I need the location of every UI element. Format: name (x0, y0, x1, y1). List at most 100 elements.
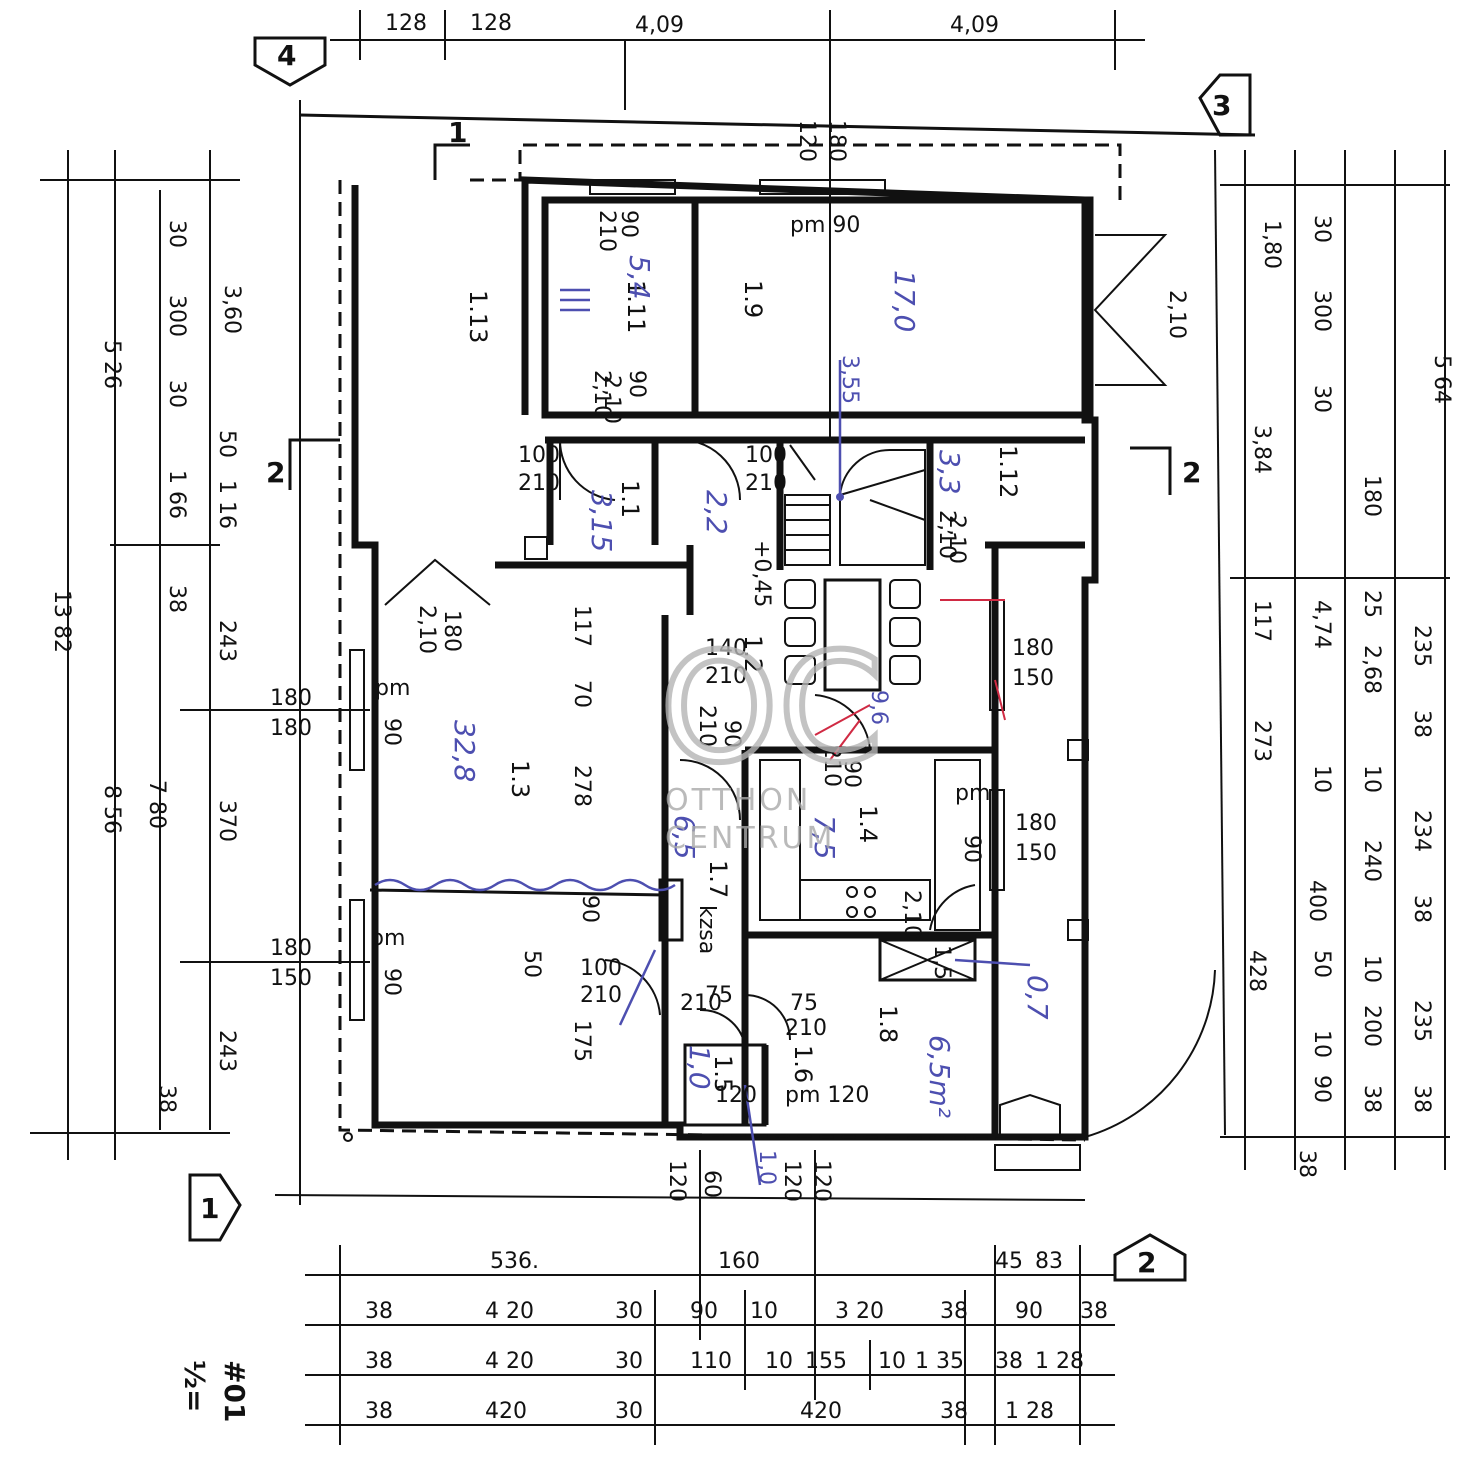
svg-text:25: 25 (1359, 590, 1384, 618)
svg-text:140: 140 (705, 636, 747, 661)
room-1.5-area: 0,7 (1021, 975, 1054, 1020)
svg-text:90: 90 (690, 1299, 718, 1324)
svg-text:150: 150 (270, 966, 312, 991)
room-1.7-area: 6,5 (668, 815, 701, 860)
room-1.12-id: 1.12 (994, 445, 1022, 498)
room-1.7-id: 1.7 (704, 860, 732, 898)
svg-text:536.: 536. (490, 1249, 539, 1274)
svg-text:110: 110 (690, 1349, 732, 1374)
svg-text:1 28: 1 28 (1035, 1349, 1084, 1374)
staircase (784, 444, 926, 566)
room-1.6-area: 6,5m² (923, 1035, 956, 1118)
svg-text:180: 180 (270, 936, 312, 961)
svg-text:180: 180 (270, 716, 312, 741)
svg-text:2,10: 2,10 (934, 510, 959, 559)
svg-text:2,10: 2,10 (414, 605, 439, 654)
walls (338, 143, 1122, 1142)
svg-text:30: 30 (164, 220, 189, 248)
room-1.11-id: 1.11 (622, 280, 650, 333)
svg-text:120: 120 (664, 1160, 689, 1202)
svg-text:38: 38 (995, 1349, 1023, 1374)
svg-text:180: 180 (439, 610, 464, 652)
svg-text:10: 10 (765, 1349, 793, 1374)
svg-text:pm 90: pm 90 (790, 213, 860, 238)
svg-text:3,60: 3,60 (219, 285, 244, 334)
svg-text:2,10: 2,10 (589, 370, 614, 419)
svg-text:2: 2 (1137, 1246, 1156, 1279)
svg-text:4,09: 4,09 (635, 13, 684, 38)
svg-text:420: 420 (485, 1399, 527, 1424)
svg-text:4: 4 (277, 39, 296, 72)
room-1.8-area: 1,0 (683, 1045, 716, 1090)
room-1.1-id: 1.1 (616, 480, 644, 518)
svg-text:5 64: 5 64 (1429, 355, 1454, 404)
svg-text:30: 30 (164, 380, 189, 408)
sheet-note: #01 (218, 1360, 251, 1422)
axis-tag-2: 2 (1113, 1233, 1187, 1282)
svg-text:420: 420 (800, 1399, 842, 1424)
section-mark-2-left: 2 (266, 456, 285, 489)
svg-text:278: 278 (569, 765, 594, 807)
watermark-logo: OC (660, 622, 883, 796)
svg-text:180: 180 (1015, 811, 1057, 836)
scale-note: ½= (178, 1360, 211, 1412)
svg-text:150: 150 (1012, 666, 1054, 691)
svg-text:240: 240 (1359, 840, 1384, 882)
svg-text:175: 175 (569, 1020, 594, 1062)
room-1.2-area: 2,2 (700, 490, 733, 535)
note-kzsa: kzsa (694, 905, 719, 954)
svg-text:30: 30 (1309, 385, 1334, 413)
svg-text:2,10: 2,10 (1164, 290, 1189, 339)
room-1.12-area: 3,3 (933, 450, 966, 495)
svg-text:210: 210 (594, 210, 619, 252)
svg-text:38: 38 (154, 1085, 179, 1113)
room-1.9-area: 17,0 (888, 270, 921, 332)
svg-text:7 80: 7 80 (144, 780, 169, 829)
svg-text:120: 120 (809, 1160, 834, 1202)
svg-text:128: 128 (385, 11, 427, 36)
svg-text:75: 75 (705, 983, 733, 1008)
svg-text:3: 3 (1212, 89, 1231, 122)
svg-text:30: 30 (1309, 215, 1334, 243)
svg-text:75: 75 (790, 991, 818, 1016)
svg-text:38: 38 (365, 1349, 393, 1374)
svg-text:50: 50 (214, 430, 239, 458)
svg-text:38: 38 (1409, 895, 1434, 923)
svg-text:300: 300 (1309, 290, 1334, 332)
svg-text:117: 117 (569, 605, 594, 647)
room-1.1-area: 3,15 (585, 490, 618, 552)
svg-text:10: 10 (878, 1349, 906, 1374)
svg-text:pm 120: pm 120 (785, 1083, 869, 1108)
room-1.6-second-id: 1.6 (789, 1045, 817, 1083)
svg-text:45: 45 (995, 1249, 1023, 1274)
svg-text:200: 200 (1359, 1005, 1384, 1047)
openings-symbols (288, 143, 1216, 1171)
svg-text:30: 30 (615, 1399, 643, 1424)
left-dimensions: 13 82 5 26 8 56 3,60 7 80 30 300 30 1 66… (49, 220, 244, 1113)
svg-text:4 20: 4 20 (485, 1299, 534, 1324)
svg-text:300: 300 (164, 295, 189, 337)
svg-text:4,74: 4,74 (1309, 600, 1334, 649)
svg-text:90: 90 (379, 718, 404, 746)
svg-text:60: 60 (699, 1170, 724, 1198)
dimension-lines (30, 10, 1450, 1445)
axis-tag-4: 4 (253, 36, 327, 87)
svg-text:30: 30 (615, 1299, 643, 1324)
svg-text:2,10: 2,10 (899, 890, 924, 939)
axis-tag-3: 3 (1198, 73, 1252, 137)
svg-text:38: 38 (940, 1299, 968, 1324)
opening-dimensions: 90 210 pm 90 120 180 2,10 2,10 100 210 1… (270, 120, 1189, 1202)
room-labels: 1.13 1.11 5,4 1.9 17,0 1.1 3,15 1.12 3,3… (448, 255, 1054, 1185)
note-dining-area: 9,6 (866, 690, 891, 725)
svg-text:38: 38 (1359, 1085, 1384, 1113)
svg-text:1,80: 1,80 (1259, 220, 1284, 269)
svg-text:235: 235 (1409, 625, 1434, 667)
svg-text:50: 50 (519, 950, 544, 978)
svg-text:8 56: 8 56 (99, 785, 124, 834)
svg-text:50: 50 (1309, 950, 1334, 978)
svg-text:180: 180 (270, 686, 312, 711)
svg-text:234: 234 (1409, 810, 1434, 852)
svg-text:90: 90 (577, 895, 602, 923)
room-1.8-id: 1.5 (709, 1055, 737, 1093)
